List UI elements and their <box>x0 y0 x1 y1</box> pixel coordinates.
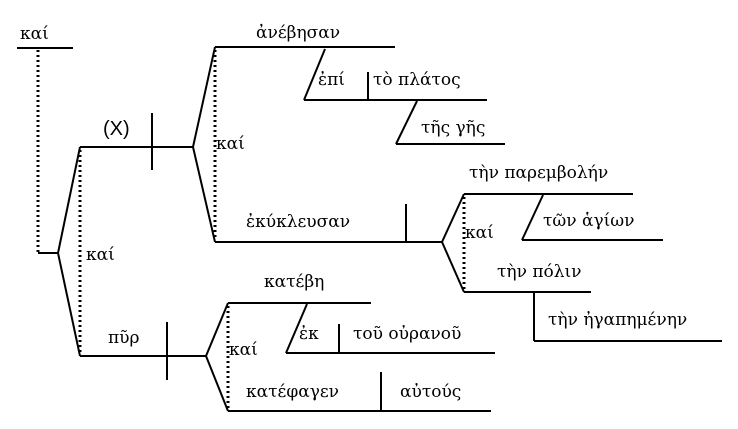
subject-pur-label: πῦρ <box>108 328 140 348</box>
mod-egapemenen-label: τὴν ἠγαπημένην <box>548 310 687 330</box>
conj-upper-label: καί <box>216 134 245 154</box>
obj-polin-label: τὴν πόλιν <box>497 262 582 282</box>
obj-ouranou-label: τοῦ οὐρανοῦ <box>353 324 461 344</box>
clause2-fork-upper <box>205 302 229 357</box>
objects-fork-lower <box>441 241 465 293</box>
verb-katebe-label: κατέβη <box>264 272 324 292</box>
root-fork-lower <box>57 252 81 357</box>
obj-platos-label: τὸ πλάτος <box>373 70 461 90</box>
conj-objects-label: καί <box>465 223 494 243</box>
clause2-fork-lower <box>205 355 229 412</box>
objects-fork-upper <box>441 193 465 243</box>
prep-epi-slant <box>303 48 326 101</box>
gen-hagion-slant <box>521 194 544 241</box>
gen-hagion-label: τῶν ἁγίων <box>543 211 635 231</box>
gen-ges-slant <box>395 100 418 145</box>
conj-main-label: καί <box>86 245 115 265</box>
verb-anebesan-label: ἀνέβησαν <box>256 23 340 43</box>
verb-ekukleusan-label: ἐκύκλευσαν <box>246 212 350 232</box>
prep-ek-slant <box>285 303 308 354</box>
root-conj-label: καί <box>20 24 49 44</box>
obj-parembolen-label: τὴν παρεμβολήν <box>469 163 608 183</box>
verb-katephagen-label: κατέφαγεν <box>246 382 339 402</box>
gen-ges-label: τῆς γῆς <box>421 118 485 138</box>
conj-lower-label: καί <box>229 340 258 360</box>
obj-autous-label: αὐτούς <box>400 382 461 402</box>
prep-epi-label: ἐπί <box>318 70 345 90</box>
implied-subject-label: (X) <box>103 118 130 140</box>
clause1-fork-lower <box>192 146 216 243</box>
prep-ek-label: ἐκ <box>299 324 319 344</box>
clause1-fork-upper <box>192 46 216 148</box>
root-fork-upper <box>57 146 81 254</box>
